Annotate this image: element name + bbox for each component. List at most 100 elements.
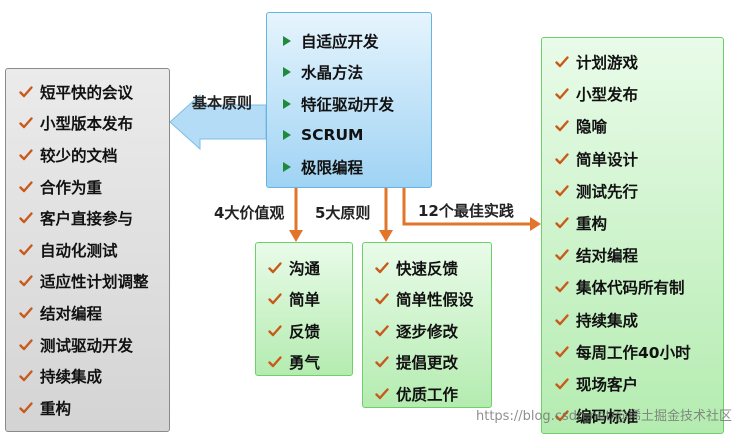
list-item-label: 重构	[40, 399, 72, 418]
list-item: 自适应开发	[279, 25, 431, 57]
list-item: 逐步修改	[374, 315, 491, 347]
list-item-label: 结对编程	[576, 247, 639, 266]
checkmark-icon	[18, 210, 34, 226]
checkmark-icon	[267, 291, 283, 307]
checkmark-icon	[18, 400, 34, 416]
list-item: 集体代码所有制	[554, 271, 723, 303]
list-item-label: 集体代码所有制	[576, 279, 685, 298]
list-item: 优质工作	[374, 378, 491, 410]
checkmark-icon	[554, 376, 570, 392]
arrow-bullet-icon	[279, 159, 295, 175]
list-item-label: 重构	[576, 215, 608, 234]
list-item: 简单性假设	[374, 284, 491, 316]
twelve-practices-label: 12个最佳实践	[418, 202, 514, 220]
list-item: SCRUM	[279, 120, 431, 152]
list-item-label: 计划游戏	[576, 54, 639, 73]
values-arrowhead	[289, 230, 303, 242]
checkmark-icon	[554, 247, 570, 263]
list-item: 小型发布	[554, 78, 723, 110]
checkmark-icon	[374, 260, 390, 276]
list-item: 沟通	[267, 252, 352, 284]
list-item-label: 自适应开发	[301, 32, 379, 51]
list-item-label: SCRUM	[301, 126, 364, 145]
checkmark-icon	[18, 273, 34, 289]
checkmark-icon	[554, 215, 570, 231]
checkmark-icon	[18, 305, 34, 321]
checkmark-icon	[18, 147, 34, 163]
checkmark-icon	[267, 354, 283, 370]
checkmark-icon	[267, 323, 283, 339]
checkmark-icon	[18, 337, 34, 353]
five-principles-box: 快速反馈简单性假设逐步修改提倡更改优质工作	[362, 242, 492, 408]
checkmark-icon	[554, 86, 570, 102]
list-item-label: 合作为重	[40, 178, 103, 197]
list-item: 简单设计	[554, 143, 723, 175]
twelve-practices-box: 计划游戏小型发布隐喻简单设计测试先行重构结对编程集体代码所有制持续集成每周工作4…	[541, 37, 724, 434]
list-item: 现场客户	[554, 368, 723, 400]
list-item: 勇气	[267, 347, 352, 379]
list-item-label: 现场客户	[576, 375, 639, 394]
list-item-label: 小型发布	[576, 86, 639, 105]
list-item-label: 编码标准	[576, 408, 639, 427]
checkmark-icon	[554, 344, 570, 360]
agile-methods-list: 自适应开发水晶方法特征驱动开发 SCRUM 极限编程	[279, 25, 431, 183]
list-item-label: 简单设计	[576, 150, 639, 169]
list-item-label: 简单性假设	[396, 291, 474, 310]
list-item: 提倡更改	[374, 347, 491, 379]
list-item: 适应性计划调整	[18, 266, 169, 298]
list-item-label: 持续集成	[576, 311, 639, 330]
list-item: 简单	[267, 284, 352, 316]
checkmark-icon	[18, 115, 34, 131]
list-item: 测试先行	[554, 175, 723, 207]
checkmark-icon	[374, 323, 390, 339]
list-item-label: 较少的文档	[40, 146, 118, 165]
list-item: 较少的文档	[18, 139, 169, 171]
checkmark-icon	[554, 312, 570, 328]
list-item: 特征驱动开发	[279, 88, 431, 120]
checkmark-icon	[374, 386, 390, 402]
list-item: 持续集成	[554, 304, 723, 336]
four-values-label: 4大价值观	[214, 204, 285, 222]
list-item: 反馈	[267, 315, 352, 347]
list-item-label: 小型版本发布	[40, 115, 134, 134]
list-item: 客户直接参与	[18, 202, 169, 234]
basic-principles-label: 基本原则	[192, 94, 253, 112]
list-item-label: 特征驱动开发	[301, 95, 395, 114]
list-item-label: 测试先行	[576, 182, 639, 201]
list-item: 结对编程	[554, 239, 723, 271]
five-principles-list: 快速反馈简单性假设逐步修改提倡更改优质工作	[374, 252, 491, 410]
watermark: https://blog.csdn.net/@稀土掘金技术社区	[476, 409, 733, 424]
four-values-box: 沟通简单反馈勇气	[255, 242, 353, 376]
five-principles-label: 5大原则	[315, 204, 371, 222]
list-item-label: 自动化测试	[40, 241, 118, 260]
list-item: 计划游戏	[554, 46, 723, 78]
checkmark-icon	[267, 260, 283, 276]
list-item-label: 测试驱动开发	[40, 336, 134, 355]
list-item-label: 提倡更改	[396, 354, 459, 373]
list-item-label: 结对编程	[40, 304, 103, 323]
list-item-label: 极限编程	[301, 158, 364, 177]
list-item: 短平快的会议	[18, 76, 169, 108]
list-item-label: 勇气	[289, 354, 321, 373]
list-item-label: 反馈	[289, 322, 321, 341]
arrow-bullet-icon	[279, 64, 295, 80]
list-item: 每周工作40小时	[554, 336, 723, 368]
practices-connector	[402, 180, 531, 226]
list-item: 测试驱动开发	[18, 329, 169, 361]
arrow-bullet-icon	[279, 127, 295, 143]
list-item-label: 每周工作40小时	[576, 343, 691, 362]
basic-principles-arrow	[169, 93, 267, 151]
four-values-list: 沟通简单反馈勇气	[267, 252, 352, 378]
twelve-practices-list: 计划游戏小型发布隐喻简单设计测试先行重构结对编程集体代码所有制持续集成每周工作4…	[554, 46, 723, 432]
basic-principles-list: 短平快的会议小型版本发布较少的文档合作为重客户直接参与自动化测试适应性计划调整结…	[18, 76, 169, 424]
list-item-label: 隐喻	[576, 118, 608, 137]
checkmark-icon	[554, 118, 570, 134]
checkmark-icon	[18, 242, 34, 258]
practices-arrowhead	[530, 217, 541, 231]
checkmark-icon	[554, 151, 570, 167]
list-item: 水晶方法	[279, 57, 431, 89]
list-item: 持续集成	[18, 360, 169, 392]
arrow-bullet-icon	[279, 96, 295, 112]
list-item: 编码标准	[554, 400, 723, 432]
